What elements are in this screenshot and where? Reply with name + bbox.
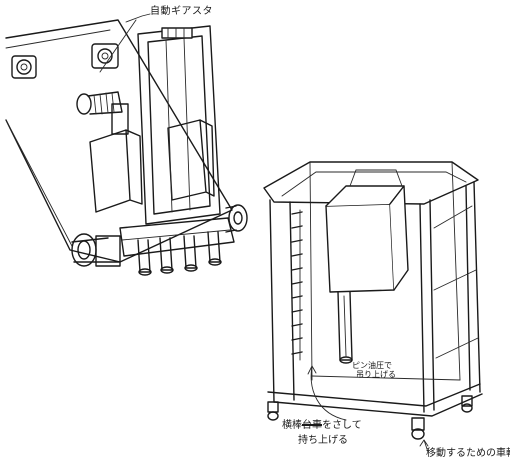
pin-note-line2: 吊り上げる	[356, 369, 396, 379]
suspended-block	[325, 169, 409, 293]
bar-note-line1: 横棒台車をさして	[282, 420, 362, 431]
cart-wheel-front-right	[411, 417, 425, 440]
bar-note-prefix: 横棒	[282, 420, 302, 431]
cart-wheel-front-left	[267, 401, 279, 421]
cart-wheel-back-right	[461, 395, 473, 413]
upright-frame	[137, 25, 221, 225]
coil-actuator	[76, 91, 129, 135]
bar-note-struck: 台車	[302, 420, 322, 431]
left-machine-sketch	[5, 13, 248, 276]
lift-pins	[137, 231, 222, 276]
tilted-base-plate	[5, 19, 233, 263]
bar-slots	[291, 209, 303, 361]
cart-front-frame	[269, 199, 435, 413]
wheel-note-arrow	[419, 439, 429, 453]
block-left	[89, 129, 143, 213]
plate-fitting-right	[91, 43, 119, 69]
plate-fitting-left	[11, 55, 37, 79]
bottom-rail	[119, 217, 235, 257]
pin-note: ピン油圧で 吊り上げる	[352, 361, 396, 380]
top-callout-label: 自動ギアスタ	[150, 6, 213, 17]
rail-wheel-left	[71, 233, 121, 267]
rail-wheel-right	[225, 204, 248, 233]
pin-note-line1: ピン油圧で	[352, 361, 392, 370]
bar-note-suffix: をさして	[322, 420, 362, 431]
cart-bottom-frame	[267, 383, 483, 417]
hydraulic-pin	[337, 291, 353, 364]
bar-note-arrow	[307, 365, 347, 421]
callout-leader	[125, 13, 151, 23]
cart-top-face	[263, 161, 479, 205]
right-cart-sketch	[263, 161, 483, 453]
bar-note-line2: 持ち上げる	[298, 435, 348, 446]
bar-note: 横棒台車をさして 持ち上げる	[282, 420, 362, 446]
wheel-note: 移動するための車輪	[426, 448, 510, 459]
